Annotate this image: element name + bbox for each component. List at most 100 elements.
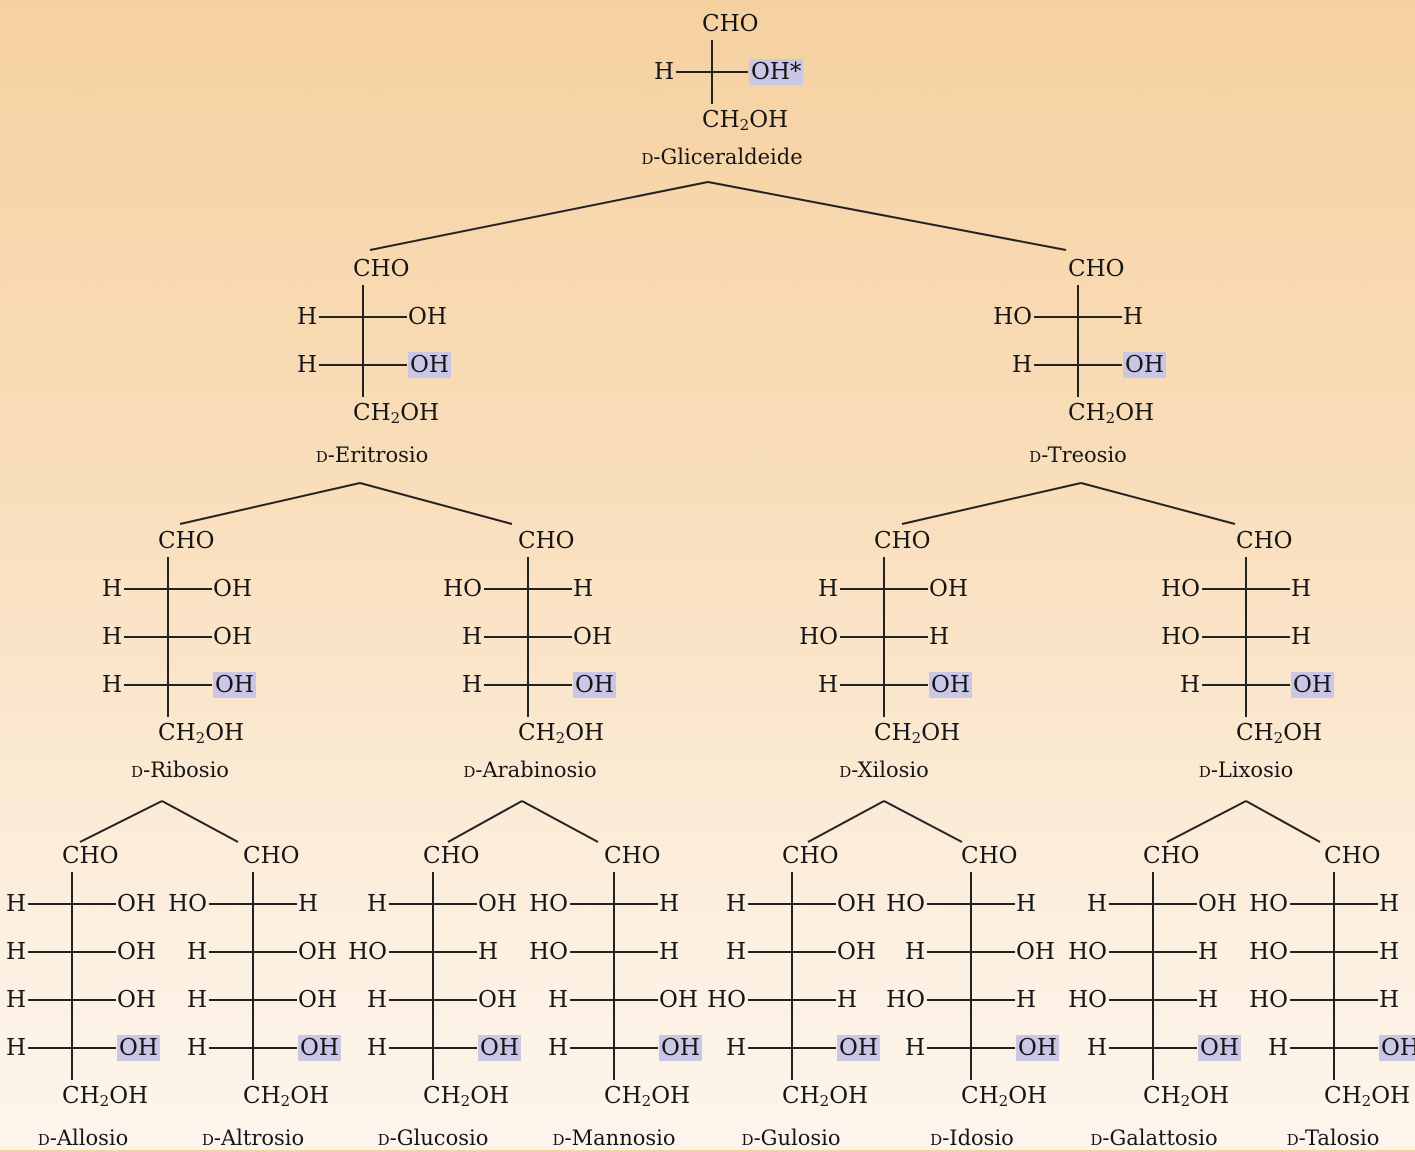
oh-right-label: OH: [117, 891, 156, 917]
ch-text: CH: [604, 1083, 642, 1109]
subscript-2: 2: [555, 729, 566, 747]
tree-branch-line: [707, 181, 1067, 251]
oh-text: OH: [749, 107, 789, 133]
sugar-name-text: Gliceraldeide: [660, 145, 803, 169]
dash: -: [753, 1126, 761, 1150]
cho-label: CHO: [353, 256, 410, 282]
h-left-label: H: [547, 987, 568, 1013]
oh-chiral-highlight: OH: [1123, 352, 1166, 378]
sugar-name: D-Treosio: [1029, 443, 1127, 469]
oh-text: OH: [565, 720, 605, 746]
oh-text: OH: [921, 720, 961, 746]
h-left-label: H: [1179, 672, 1200, 698]
ch-text: CH: [243, 1083, 281, 1109]
d-prefix: D: [1286, 1131, 1299, 1149]
h-left-label: H: [296, 352, 317, 378]
oh-text: OH: [1008, 1083, 1048, 1109]
d-prefix: D: [930, 1131, 943, 1149]
subscript-2: 2: [739, 116, 750, 134]
ho-left-label: HO: [529, 939, 568, 965]
oh-text: OH: [109, 1083, 149, 1109]
cho-label: CHO: [1236, 528, 1293, 554]
sugar-name-text: Altrosio: [221, 1126, 305, 1150]
ch2oh-label: CH2OH: [1143, 1083, 1229, 1109]
subscript-2: 2: [911, 729, 922, 747]
ch-text: CH: [782, 1083, 820, 1109]
ch2oh-label: CH2OH: [1068, 400, 1154, 426]
h-left-label: H: [725, 891, 746, 917]
cho-label: CHO: [1143, 843, 1200, 869]
d-prefix: D: [641, 150, 654, 168]
oh-chiral-highlight: OH: [298, 1035, 341, 1061]
oh-right-label: OH: [213, 576, 252, 602]
dash: -: [213, 1126, 221, 1150]
dash: -: [1041, 443, 1048, 467]
cho-label: CHO: [158, 528, 215, 554]
h-right-label: H: [1198, 987, 1219, 1013]
tree-branch-line: [369, 181, 709, 251]
ch2oh-label: CH2OH: [604, 1083, 690, 1109]
oh-chiral-highlight: OH: [1016, 1035, 1059, 1061]
ho-left-label: HO: [348, 939, 387, 965]
subscript-2: 2: [460, 1092, 471, 1110]
subscript-2: 2: [1361, 1092, 1372, 1110]
h-left-label: H: [101, 672, 122, 698]
oh-text: OH: [400, 400, 440, 426]
ho-left-label: HO: [443, 576, 482, 602]
sugar-name-text: Ribosio: [150, 758, 229, 782]
sugar-name: D-Idosio: [930, 1126, 1014, 1152]
h-left-label: H: [725, 1035, 746, 1061]
oh-text: OH: [829, 1083, 869, 1109]
tree-branch-line: [179, 482, 361, 525]
tree-branch-line: [901, 482, 1082, 525]
sugar-name: D-Allosio: [38, 1126, 129, 1152]
tree-branch-line: [1245, 800, 1321, 843]
ho-left-label: HO: [1249, 939, 1288, 965]
cho-label: CHO: [604, 843, 661, 869]
h-right-label: H: [659, 939, 680, 965]
h-left-label: H: [725, 939, 746, 965]
oh-chiral-highlight: OH: [408, 352, 451, 378]
tree-branch-line: [79, 800, 163, 843]
dash: -: [389, 1126, 397, 1150]
sugar-name-text: Mannosio: [571, 1126, 676, 1150]
sugar-name: D-Lixosio: [1199, 758, 1293, 784]
ho-left-label: HO: [529, 891, 568, 917]
h-right-label: H: [1016, 987, 1037, 1013]
ho-left-label: HO: [886, 987, 925, 1013]
h-left-label: H: [461, 672, 482, 698]
oh-chiral-highlight: OH: [117, 1035, 160, 1061]
dash: -: [1210, 758, 1218, 782]
h-left-label: H: [547, 1035, 568, 1061]
oh-right-label: OH: [408, 304, 447, 330]
h-left-label: H: [366, 891, 387, 917]
subscript-2: 2: [1273, 729, 1284, 747]
h-left-label: H: [1086, 891, 1107, 917]
h-right-label: H: [837, 987, 858, 1013]
oh-right-label: OH: [478, 987, 517, 1013]
h-right-label: H: [659, 891, 680, 917]
oh-chiral-highlight: OH: [837, 1035, 880, 1061]
oh-right-label: OH: [1016, 939, 1055, 965]
h-left-label: H: [186, 1035, 207, 1061]
dash: -: [1102, 1126, 1110, 1150]
subscript-2: 2: [1180, 1092, 1191, 1110]
dash: -: [564, 1126, 572, 1150]
ch2oh-label: CH2OH: [158, 720, 244, 746]
ch-text: CH: [423, 1083, 461, 1109]
oh-right-label: OH: [478, 891, 517, 917]
h-right-label: H: [478, 939, 499, 965]
oh-text: OH: [651, 1083, 691, 1109]
ho-left-label: HO: [1068, 939, 1107, 965]
oh-chiral-highlight: OH: [573, 672, 616, 698]
h-right-label: H: [1379, 987, 1400, 1013]
h-left-label: H: [186, 987, 207, 1013]
tree-branch-line: [883, 800, 963, 843]
oh-text: OH: [290, 1083, 330, 1109]
h-right-label: H: [1198, 939, 1219, 965]
oh-right-label: OH: [1198, 891, 1237, 917]
ch2oh-label: CH2OH: [243, 1083, 329, 1109]
h-left-label: H: [817, 576, 838, 602]
d-prefix: D: [1198, 763, 1211, 781]
